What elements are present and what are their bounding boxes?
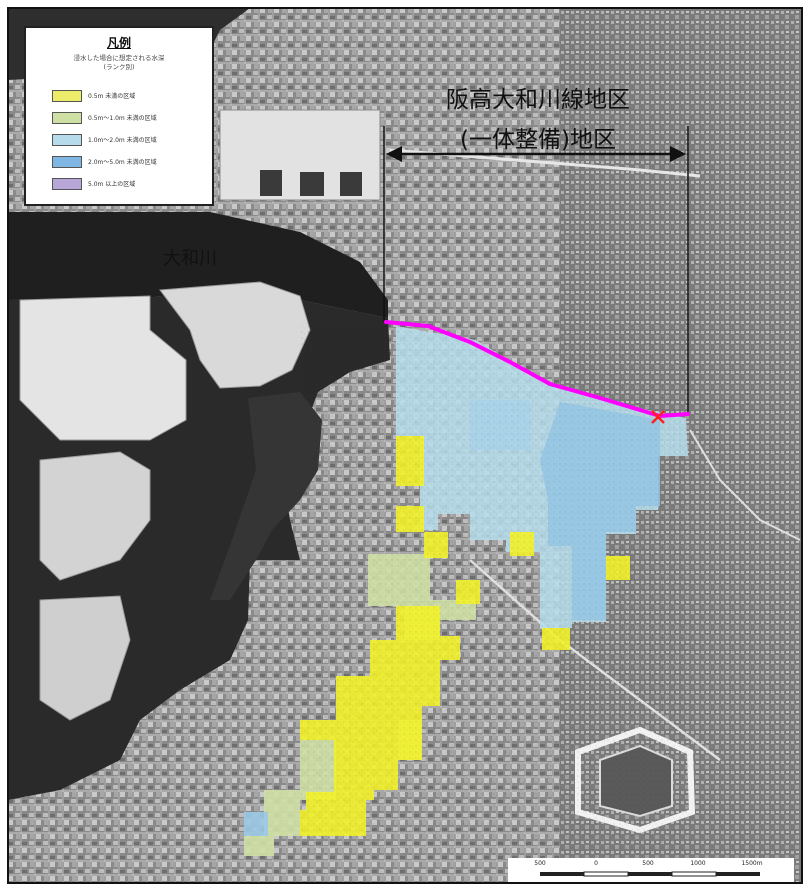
river-label: 大和川 — [163, 248, 217, 269]
legend-item: 2.0m〜5.0m 未満の区域 — [52, 156, 212, 168]
road — [689, 429, 801, 541]
industrial-pier-3 — [39, 451, 151, 581]
x-marker-icon — [651, 410, 665, 424]
legend-label: 0.5m〜1.0m 未満の区域 — [88, 115, 157, 122]
legend-item: 1.0m〜2.0m 未満の区域 — [52, 134, 212, 146]
scale-tick: 0 — [594, 860, 598, 867]
tank-block-1 — [260, 170, 282, 196]
scale-tick: 500 — [534, 860, 546, 867]
legend-label: 2.0m〜5.0m 未満の区域 — [88, 159, 157, 166]
industrial-pier-4 — [39, 595, 131, 721]
legend-title: 凡例 — [106, 36, 131, 50]
legend-swatch-yellow — [52, 90, 82, 102]
legend-label: 1.0m〜2.0m 未満の区域 — [88, 137, 157, 144]
legend-label: 0.5m 未満の区域 — [88, 93, 136, 100]
flood-zone-0-5-1m — [244, 836, 274, 856]
flood-zone-1-2m — [244, 812, 268, 836]
district-title: 阪高大和川線地区 — [446, 87, 630, 113]
industrial-pier-2 — [159, 281, 311, 389]
legend-item: 0.5m 未満の区域 — [52, 90, 212, 102]
legend-item: 5.0m 以上の区域 — [52, 178, 212, 190]
scale-tick: 1500m — [741, 860, 763, 867]
legend-swatch-blue — [52, 156, 82, 168]
scale-tick: 500 — [642, 860, 654, 867]
road — [389, 148, 701, 178]
tank-block-3 — [340, 172, 362, 196]
tank-block-2 — [300, 172, 324, 196]
flood-texture — [300, 326, 690, 856]
legend-box: 凡例 浸水した場合に想定される水深 (ランク別) 0.5m 未満の区域 0.5m… — [24, 26, 214, 206]
flood-zone-0-5-1m — [264, 790, 300, 836]
legend-item: 0.5m〜1.0m 未満の区域 — [52, 112, 212, 124]
legend-swatch-purple — [52, 178, 82, 190]
double-arrow-icon — [386, 146, 686, 162]
legend-label: 5.0m 以上の区域 — [88, 181, 136, 188]
legend-swatch-light-green — [52, 112, 82, 124]
river-water — [8, 212, 388, 318]
scale-bar: 500 0 500 1000 1500m — [508, 858, 794, 882]
map-border — [7, 7, 803, 884]
canal-water — [210, 392, 322, 600]
industrial-pier-1 — [19, 295, 187, 441]
district-subtitle: (一体整備)地区 — [460, 127, 616, 153]
scale-tick: 1000 — [690, 860, 706, 867]
legend-swatch-light-blue — [52, 134, 82, 146]
legend-description: 浸水した場合に想定される水深 (ランク別) — [73, 54, 165, 71]
